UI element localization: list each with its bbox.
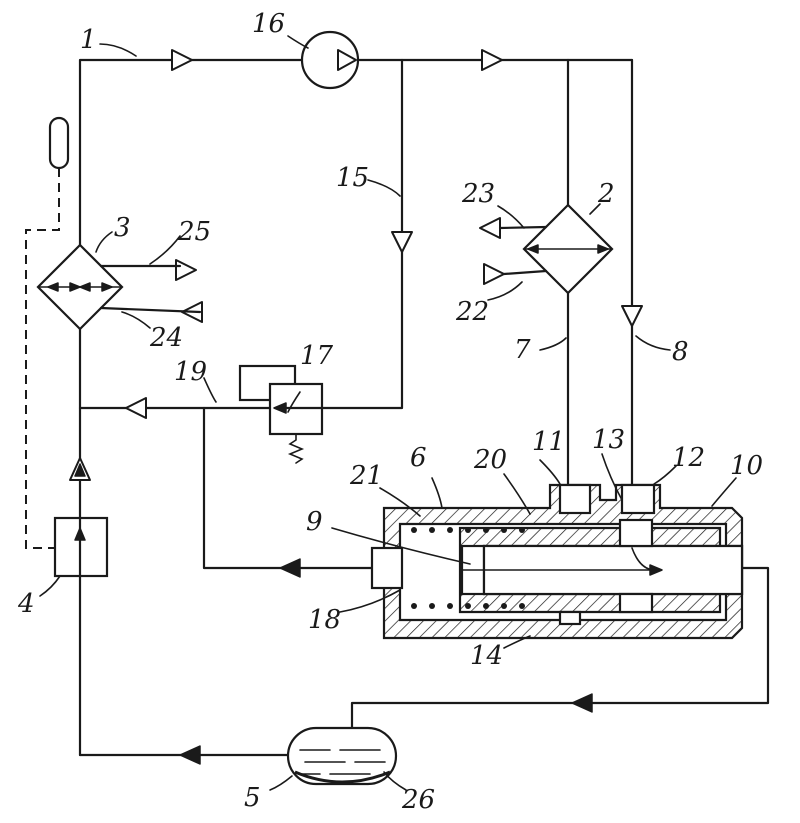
heat-exchanger-left bbox=[38, 245, 200, 329]
flow-arrow-left bbox=[126, 398, 146, 418]
label-16: 16 bbox=[252, 9, 285, 39]
label-14: 14 bbox=[470, 641, 503, 671]
label-21: 21 bbox=[349, 461, 383, 491]
label-12: 12 bbox=[672, 443, 705, 473]
label-24: 24 bbox=[149, 323, 183, 353]
label-26: 26 bbox=[401, 785, 435, 815]
label-13: 13 bbox=[592, 425, 625, 455]
flow-arrow-left bbox=[280, 559, 300, 577]
flow-arrow-right bbox=[484, 264, 504, 284]
label-4: 4 bbox=[17, 589, 35, 619]
label-7: 7 bbox=[514, 335, 531, 365]
label-19: 19 bbox=[174, 357, 207, 387]
pump bbox=[302, 32, 358, 88]
label-5: 5 bbox=[244, 783, 261, 813]
label-1: 1 bbox=[80, 25, 97, 55]
flow-arrow-right bbox=[482, 50, 502, 70]
label-20: 20 bbox=[473, 445, 507, 475]
thermostatic-control bbox=[26, 118, 107, 576]
flow-arrow-left bbox=[180, 746, 200, 764]
label-15: 15 bbox=[336, 163, 369, 193]
flow-arrow-down bbox=[622, 306, 642, 326]
flow-arrow-left bbox=[480, 218, 500, 238]
heat-exchanger-right bbox=[500, 205, 612, 293]
label-17: 17 bbox=[300, 341, 334, 371]
cylinder-housing bbox=[372, 485, 742, 638]
label-10: 10 bbox=[730, 451, 763, 481]
pipelines bbox=[80, 60, 768, 755]
flow-arrow-right bbox=[176, 260, 196, 280]
label-9: 9 bbox=[306, 507, 323, 537]
label-23: 23 bbox=[461, 179, 495, 209]
part-labels: 1 16 15 2 23 22 3 25 24 7 8 17 19 6 21 2… bbox=[17, 9, 763, 815]
flow-arrow-right bbox=[172, 50, 192, 70]
label-2: 2 bbox=[597, 179, 615, 209]
control-valve bbox=[240, 366, 322, 463]
label-25: 25 bbox=[177, 217, 211, 247]
label-3: 3 bbox=[114, 213, 131, 243]
label-6: 6 bbox=[410, 443, 427, 473]
flow-arrow-down bbox=[392, 232, 412, 252]
flow-arrow-left bbox=[572, 694, 592, 712]
label-8: 8 bbox=[672, 337, 689, 367]
receiver-tank bbox=[288, 728, 396, 784]
label-11: 11 bbox=[532, 427, 565, 457]
label-18: 18 bbox=[308, 605, 341, 635]
label-22: 22 bbox=[455, 297, 489, 327]
